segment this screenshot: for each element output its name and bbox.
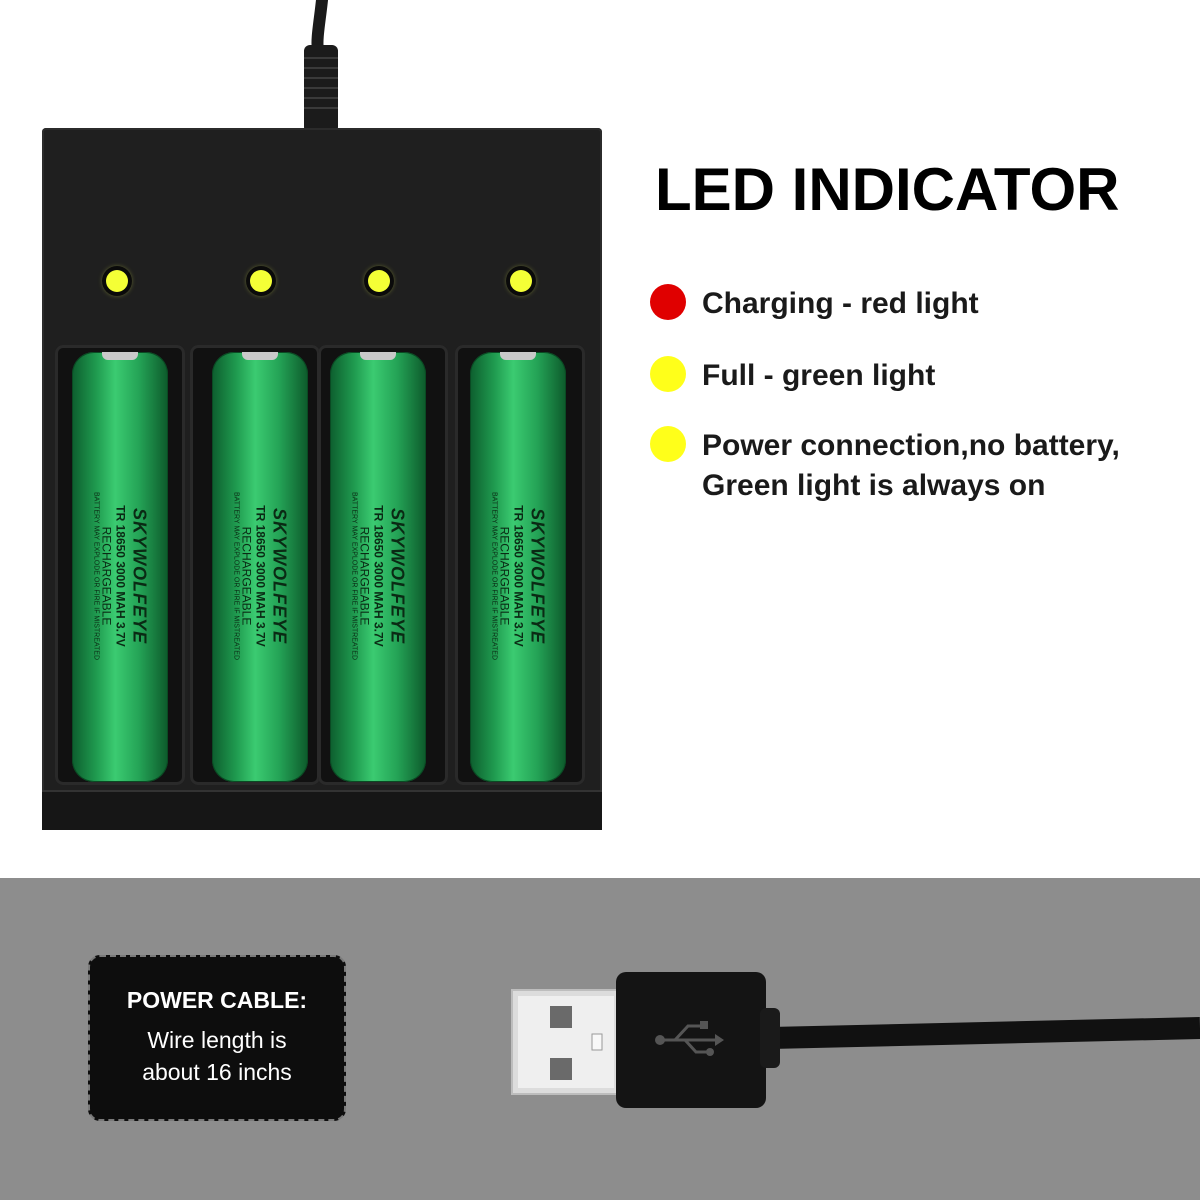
power-cable-desc: Wire length is about 16 inchs [90, 1024, 344, 1088]
indicator-text: Full - green light [702, 359, 936, 392]
battery-type: RECHARGEABLE [99, 526, 114, 625]
led-2 [250, 270, 272, 292]
battery-3: SKYWOLFEYE TR 18650 3000 MAH 3.7V RECHAR… [330, 352, 426, 782]
battery-type: RECHARGEABLE [239, 526, 254, 625]
battery-brand: SKYWOLFEYE [387, 507, 408, 644]
charger-front-lip [42, 790, 602, 830]
battery-2: SKYWOLFEYE TR 18650 3000 MAH 3.7V RECHAR… [212, 352, 308, 782]
led-1 [106, 270, 128, 292]
battery-type: RECHARGEABLE [357, 526, 372, 625]
indicator-item-full: Full - green light [650, 356, 935, 396]
indicator-item-charging: Charging - red light [650, 284, 979, 324]
battery-brand: SKYWOLFEYE [129, 507, 150, 644]
battery-model: TR 18650 3000 MAH 3.7V [253, 504, 268, 647]
battery-4: SKYWOLFEYE TR 18650 3000 MAH 3.7V RECHAR… [470, 352, 566, 782]
battery-brand: SKYWOLFEYE [269, 507, 290, 644]
indicator-text: Power connection,no battery, [702, 429, 1120, 462]
red-dot-icon [650, 284, 686, 320]
power-cable-box: POWER CABLE: Wire length is about 16 inc… [88, 955, 346, 1121]
battery-warning: BATTERY MAY EXPLODE OR FIRE IF MISTREATE… [232, 491, 240, 660]
indicator-title: LED INDICATOR [655, 156, 1120, 223]
led-4 [510, 270, 532, 292]
battery-model: TR 18650 3000 MAH 3.7V [113, 504, 128, 647]
indicator-text-block: Power connection,no battery, Green light… [702, 426, 1120, 506]
battery-type: RECHARGEABLE [497, 526, 512, 625]
led-3 [368, 270, 390, 292]
battery-brand: SKYWOLFEYE [527, 507, 548, 644]
battery-warning: BATTERY MAY EXPLODE OR FIRE IF MISTREATE… [490, 491, 498, 660]
usb-plug-icon [511, 972, 1200, 1108]
battery-model: TR 18650 3000 MAH 3.7V [511, 504, 526, 647]
power-cable-title: POWER CABLE: [126, 987, 308, 1013]
indicator-text: Charging - red light [702, 287, 979, 320]
charger-cable [304, 0, 338, 133]
indicator-item-no-battery: Power connection,no battery, Green light… [650, 426, 1120, 506]
indicator-text-line2: Green light is always on [702, 469, 1046, 502]
battery-1: SKYWOLFEYE TR 18650 3000 MAH 3.7V RECHAR… [72, 352, 168, 782]
power-cable-line1: Wire length is [147, 1027, 287, 1053]
power-cable-line2: about 16 inchs [142, 1059, 292, 1085]
battery-warning: BATTERY MAY EXPLODE OR FIRE IF MISTREATE… [92, 491, 100, 660]
yellow-dot-icon [650, 426, 686, 462]
battery-model: TR 18650 3000 MAH 3.7V [371, 504, 386, 647]
yellow-dot-icon [650, 356, 686, 392]
battery-warning: BATTERY MAY EXPLODE OR FIRE IF MISTREATE… [350, 491, 358, 660]
